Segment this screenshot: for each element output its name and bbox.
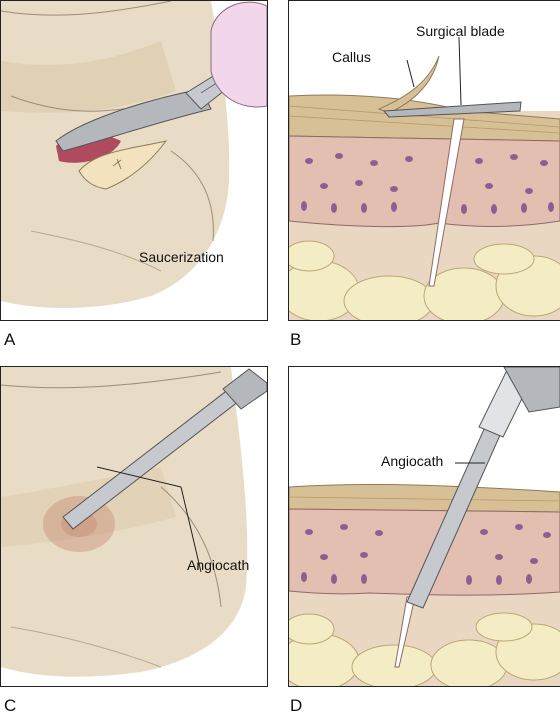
panel-d-illustration — [289, 367, 560, 686]
panel-a-illustration — [1, 1, 267, 320]
panel-c-illustration — [1, 367, 267, 686]
angiocath-label-c: Angiocath — [187, 557, 250, 573]
angiocath-hub — [222, 368, 267, 410]
panel-b-illustration — [289, 36, 560, 320]
stratum-corneum — [289, 484, 560, 513]
panel-c: Angiocath — [0, 366, 268, 687]
incision — [428, 118, 465, 287]
epidermal-nuclei — [301, 524, 551, 585]
panel-label-d: D — [290, 696, 303, 715]
callus-lifted — [377, 55, 440, 114]
angiocath-label-d: Angiocath — [381, 453, 444, 469]
scalpel-blade — [55, 88, 212, 152]
panel-label-a: A — [4, 330, 16, 349]
panel-d: Angiocath — [288, 366, 560, 687]
epidermal-nuclei — [301, 153, 554, 214]
surgical-blade — [382, 101, 522, 118]
epidermis — [289, 135, 560, 228]
angiocath-hub — [503, 367, 560, 413]
epidermis — [289, 508, 560, 596]
panel-label-c: C — [4, 696, 17, 715]
saucerization-label: Saucerization — [139, 249, 224, 265]
surgical-blade-label: Surgical blade — [416, 23, 505, 39]
callus-label: Callus — [332, 49, 371, 65]
fat-layer — [289, 240, 560, 320]
panel-label-b: B — [290, 330, 302, 349]
callus-flap — [78, 140, 168, 190]
fat-layer — [289, 612, 560, 686]
gloved-finger — [210, 1, 267, 108]
panel-b: Callus Surgical blade — [288, 0, 560, 321]
panel-a: Saucerization — [0, 0, 268, 321]
